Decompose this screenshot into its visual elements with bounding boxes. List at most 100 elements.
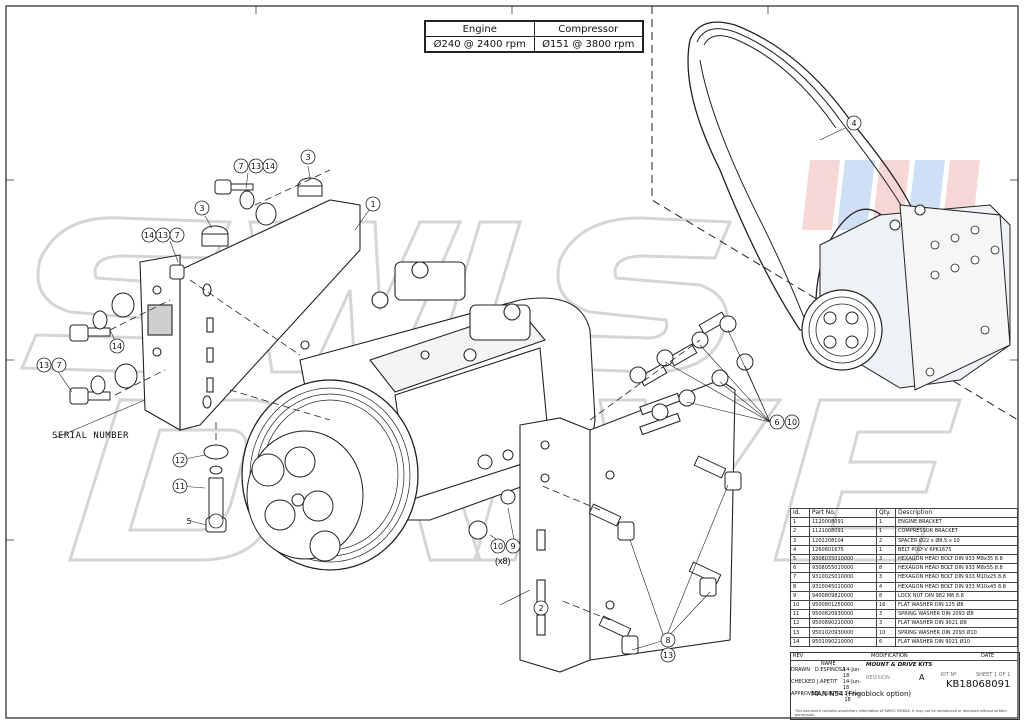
bom-qty: 6 [876, 636, 896, 647]
callout-11: 11 [175, 482, 185, 491]
assembly-lines [109, 169, 701, 621]
bom-description: LOCK NUT DIN 982 M8 8.8 [895, 590, 1018, 601]
callout-14b: 14 [144, 231, 154, 240]
bom-description: COMPRESSOR BRACKET [895, 526, 1018, 537]
bom-part-number: 1260601675 [809, 544, 877, 555]
callout-3a: 3 [305, 153, 310, 162]
bom-part-number: 1120008091 [809, 517, 877, 528]
revision-value: A [919, 673, 925, 682]
approval-name: J.APETIT [817, 679, 838, 685]
bom-description: ENGINE BRACKET [895, 517, 1018, 528]
callout-7c: 7 [56, 361, 61, 370]
bom-header-qty: Qty. [876, 507, 896, 519]
drawing-title: MAN N54 (Frigoblock option) [811, 690, 912, 698]
approval-name: X.PUIGTIO [817, 691, 843, 697]
bom-part-number: 9500820930000 [809, 609, 877, 620]
revision-label: REVISION [866, 675, 890, 681]
callout-13c: 13 [39, 361, 49, 370]
callout-4: 4 [851, 119, 856, 128]
compressor-pulley [241, 379, 419, 571]
bom-part-number: 9501020930000 [809, 627, 877, 638]
approval-name: D.ESPINOSA [814, 667, 846, 673]
modification-label: MODIFICATION [871, 653, 908, 659]
bom-qty: 3 [876, 609, 896, 620]
bom-qty: 2 [876, 535, 896, 546]
approval-role: DRAWN [791, 667, 810, 673]
bom-description: HEXAGON HEAD BOLT DIN 933 M10x25 8.8 [895, 572, 1018, 583]
belt [687, 21, 916, 331]
engine-bracket [139, 199, 361, 431]
bom-header-description: Description [895, 507, 1018, 519]
callout-13b: 13 [158, 231, 168, 240]
bom-id: 11 [790, 609, 810, 620]
bom-id: 10 [790, 599, 810, 611]
bom-qty: 16 [876, 599, 896, 611]
approval-date: 14-Jun-18 [844, 691, 863, 703]
bom-description: SPACER Ø22 x Ø8.5 x 10 [895, 535, 1018, 546]
bom-id: 6 [790, 563, 810, 574]
bom-id: 8 [790, 581, 810, 592]
bom-part-number: 9310025010000 [809, 572, 877, 583]
bom-qty: 8 [876, 590, 896, 601]
bom-description: FLAT WASHER DIN 125 Ø8 [895, 599, 1018, 611]
quantity-x8-label: (x8) [495, 556, 511, 566]
border-ticks [6, 6, 1018, 541]
bom-description: HEXAGON HEAD BOLT DIN 933 M8x55 8.8 [895, 563, 1018, 574]
bom-description: SPRING WASHER DIN 2093 Ø8 [895, 609, 1018, 620]
sheet-label: SHEET 1 OF 1 [976, 672, 1011, 678]
callout-14a: 14 [265, 162, 275, 171]
bolts-and-washers [69, 177, 754, 655]
bom-description: FLAT WASHER DIN 9021 Ø8 [895, 618, 1018, 629]
bom-part-number: 9310045010000 [809, 581, 877, 592]
bom-description: HEXAGON HEAD BOLT DIN 933 M8x35 8.8 [895, 553, 1018, 565]
bom-description: SPRING WASHER DIN 2093 Ø10 [895, 627, 1018, 638]
bom-id: 9 [790, 590, 810, 601]
callout-5: 5 [186, 517, 191, 526]
spec-value-engine: Ø240 @ 2400 rpm [425, 36, 535, 52]
bom-part-number: 9400809820000 [809, 590, 877, 601]
bom-qty: 1 [876, 517, 896, 528]
bom-id: 12 [790, 618, 810, 629]
bom-qty: 8 [876, 563, 896, 574]
bom-qty: 4 [876, 581, 896, 592]
bom-qty: 3 [876, 553, 896, 565]
approval-role: CHECKED [791, 679, 816, 685]
callout-8: 8 [665, 636, 670, 645]
bom-id: 2 [790, 526, 810, 537]
name-col-label: NAME [821, 661, 836, 667]
bom-part-number: 9308035010000 [809, 553, 877, 565]
callout-13a: 13 [251, 162, 261, 171]
callout-1: 1 [370, 200, 375, 209]
callout-10a: 10 [493, 542, 503, 551]
bom-id: 14 [790, 636, 810, 647]
approval-date: 14-Jun-18 [842, 679, 861, 691]
spec-header-engine: Engine [425, 21, 535, 37]
bom-part-number: 1121008091 [809, 526, 877, 537]
callout-9: 9 [510, 542, 515, 551]
date-col-label: DATE [981, 653, 995, 659]
detail-assembly [801, 204, 1011, 391]
belt-detail [687, 21, 916, 331]
bom-header-part: Part No. [809, 507, 877, 519]
rpm-spec-table: Engine Compressor Ø240 @ 2400 rpm Ø151 @… [424, 20, 644, 53]
bom-qty: 3 [876, 618, 896, 629]
callout-6: 6 [774, 418, 779, 427]
bom-id: 5 [790, 553, 810, 565]
callout-7a: 7 [238, 162, 243, 171]
